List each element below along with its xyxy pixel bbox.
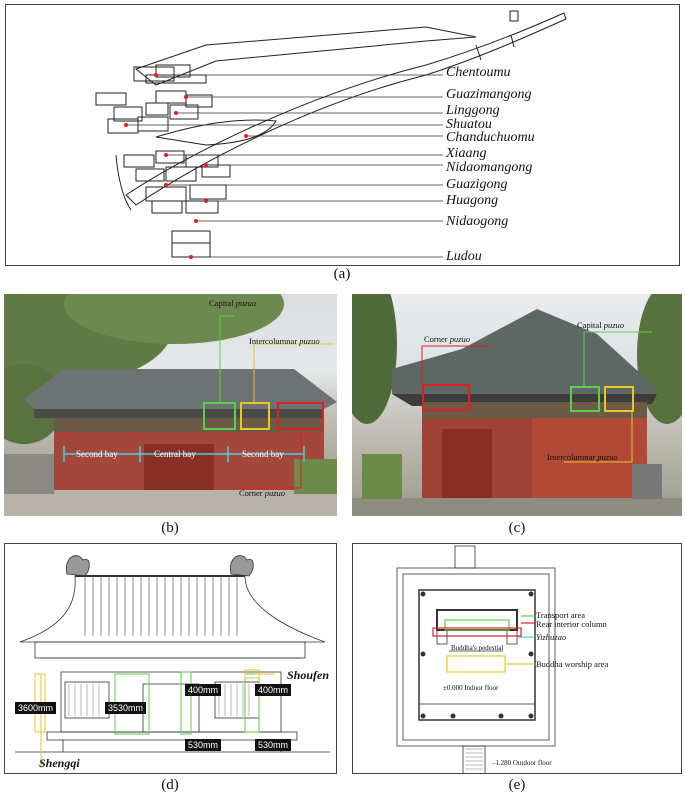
temple-front-illustration	[4, 294, 337, 516]
dim-530-center: 530mm	[185, 739, 222, 751]
bracket-set-exploded-drawing	[95, 10, 567, 259]
dim-3600: 3600mm	[15, 702, 57, 714]
label-central-bay: Central bay	[154, 449, 196, 459]
corner-puzuo-box	[277, 402, 324, 430]
label-corner-puzuo-c: Corner puzuo	[424, 334, 471, 344]
legend-transport-area: Transport area	[536, 610, 586, 620]
legend-buddha-worship-area: Buddha worship area	[536, 659, 609, 669]
panel-d: Shoufen Shengqi 3600mm 3530mm 400mm 400m…	[4, 543, 337, 774]
corner-puzuo-box-c	[422, 384, 470, 411]
elevation-drawing	[15, 555, 330, 768]
dim-3530: 3530mm	[105, 702, 147, 714]
label-outdoor-floor: -1.280 Outdoor floor	[493, 759, 552, 767]
label-nidaogong: Nidaogong	[446, 214, 509, 229]
label-guazigong: Guazigong	[446, 177, 508, 192]
capital-puzuo-box	[203, 402, 236, 430]
label-intercolumnar-puzuo-c: Intercolumnar puzuo	[547, 452, 618, 462]
caption-c: (c)	[508, 520, 526, 536]
dim-400-center: 400mm	[185, 684, 222, 696]
caption-e: (e)	[508, 777, 526, 793]
caption-d: (d)	[161, 777, 179, 793]
caption-a: (a)	[333, 266, 351, 282]
dim-530-right: 530mm	[255, 739, 292, 751]
legend-rear-interior-column: Rear interior column	[536, 619, 607, 629]
label-huagong: Huagong	[446, 193, 499, 208]
label-chanduchuomu: Chanduchuomu	[446, 130, 535, 145]
legend-yizhuzao: Yizhuzao	[536, 632, 567, 642]
label-intercolumnar-puzuo-b: Intercolumnar puzuo	[249, 336, 320, 346]
label-capital-puzuo-c: Capital puzuo	[577, 320, 624, 330]
label-indoor-floor: ±0.000 Indoor floor	[443, 684, 499, 692]
panel-c-photo: Corner puzuo Capital puzuo Intercolumnar…	[352, 294, 682, 516]
label-ludou: Ludou	[446, 249, 482, 264]
panel-e: Transport area Rear interior column Yizh…	[352, 543, 682, 774]
panel-c-leader-lines	[421, 331, 652, 463]
label-guazimangong: Guazimangong	[446, 87, 532, 102]
label-shoufen: Shoufen	[287, 668, 330, 682]
label-linggong: Linggong	[446, 103, 500, 118]
label-chentoumu: Chentoumu	[446, 65, 511, 80]
label-nidaomangong: Nidaomangong	[446, 160, 533, 175]
floor-plan-drawing	[396, 545, 556, 773]
label-xiaang: Xiaang	[446, 146, 487, 161]
panel-a: Chentoumu Guazimangong Linggong Shuatou …	[5, 4, 680, 266]
label-second-bay-right: Second bay	[242, 449, 284, 459]
capital-puzuo-box-c	[570, 386, 600, 412]
label-second-bay-left: Second bay	[76, 449, 118, 459]
caption-b: (b)	[161, 520, 179, 536]
label-shengqi: Shengqi	[39, 756, 80, 770]
label-buddha-pedestial: Buddha's pedestial	[451, 644, 504, 652]
intercolumnar-puzuo-box	[240, 402, 270, 430]
temple-corner-illustration	[352, 294, 682, 516]
dim-400-right: 400mm	[255, 684, 292, 696]
label-corner-puzuo-b: Corner puzuo	[239, 488, 286, 498]
label-shuatou: Shuatou	[446, 117, 492, 132]
panel-b-leader-lines	[63, 315, 334, 489]
label-capital-puzuo-b: Capital puzuo	[209, 298, 256, 308]
panel-b-photo: Capital puzuo Intercolumnar puzuo Corner…	[4, 294, 337, 516]
intercolumnar-puzuo-box-c	[604, 386, 634, 412]
